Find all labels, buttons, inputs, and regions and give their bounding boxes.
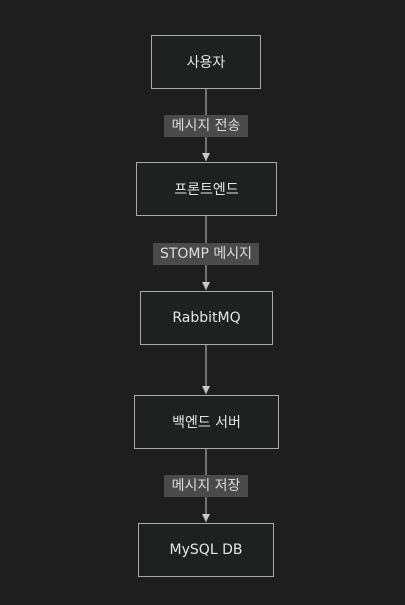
node-mysql-db: MySQL DB — [138, 523, 274, 577]
node-user: 사용자 — [151, 35, 261, 89]
node-rabbitmq: RabbitMQ — [140, 291, 273, 345]
edge-label-stomp-message: STOMP 메시지 — [153, 243, 259, 265]
node-frontend: 프론트엔드 — [136, 162, 277, 216]
node-backend-server: 백엔드 서버 — [134, 395, 279, 449]
edge-label-save-message: 메시지 저장 — [164, 475, 248, 497]
edge-label-send-message: 메시지 전송 — [164, 115, 248, 137]
